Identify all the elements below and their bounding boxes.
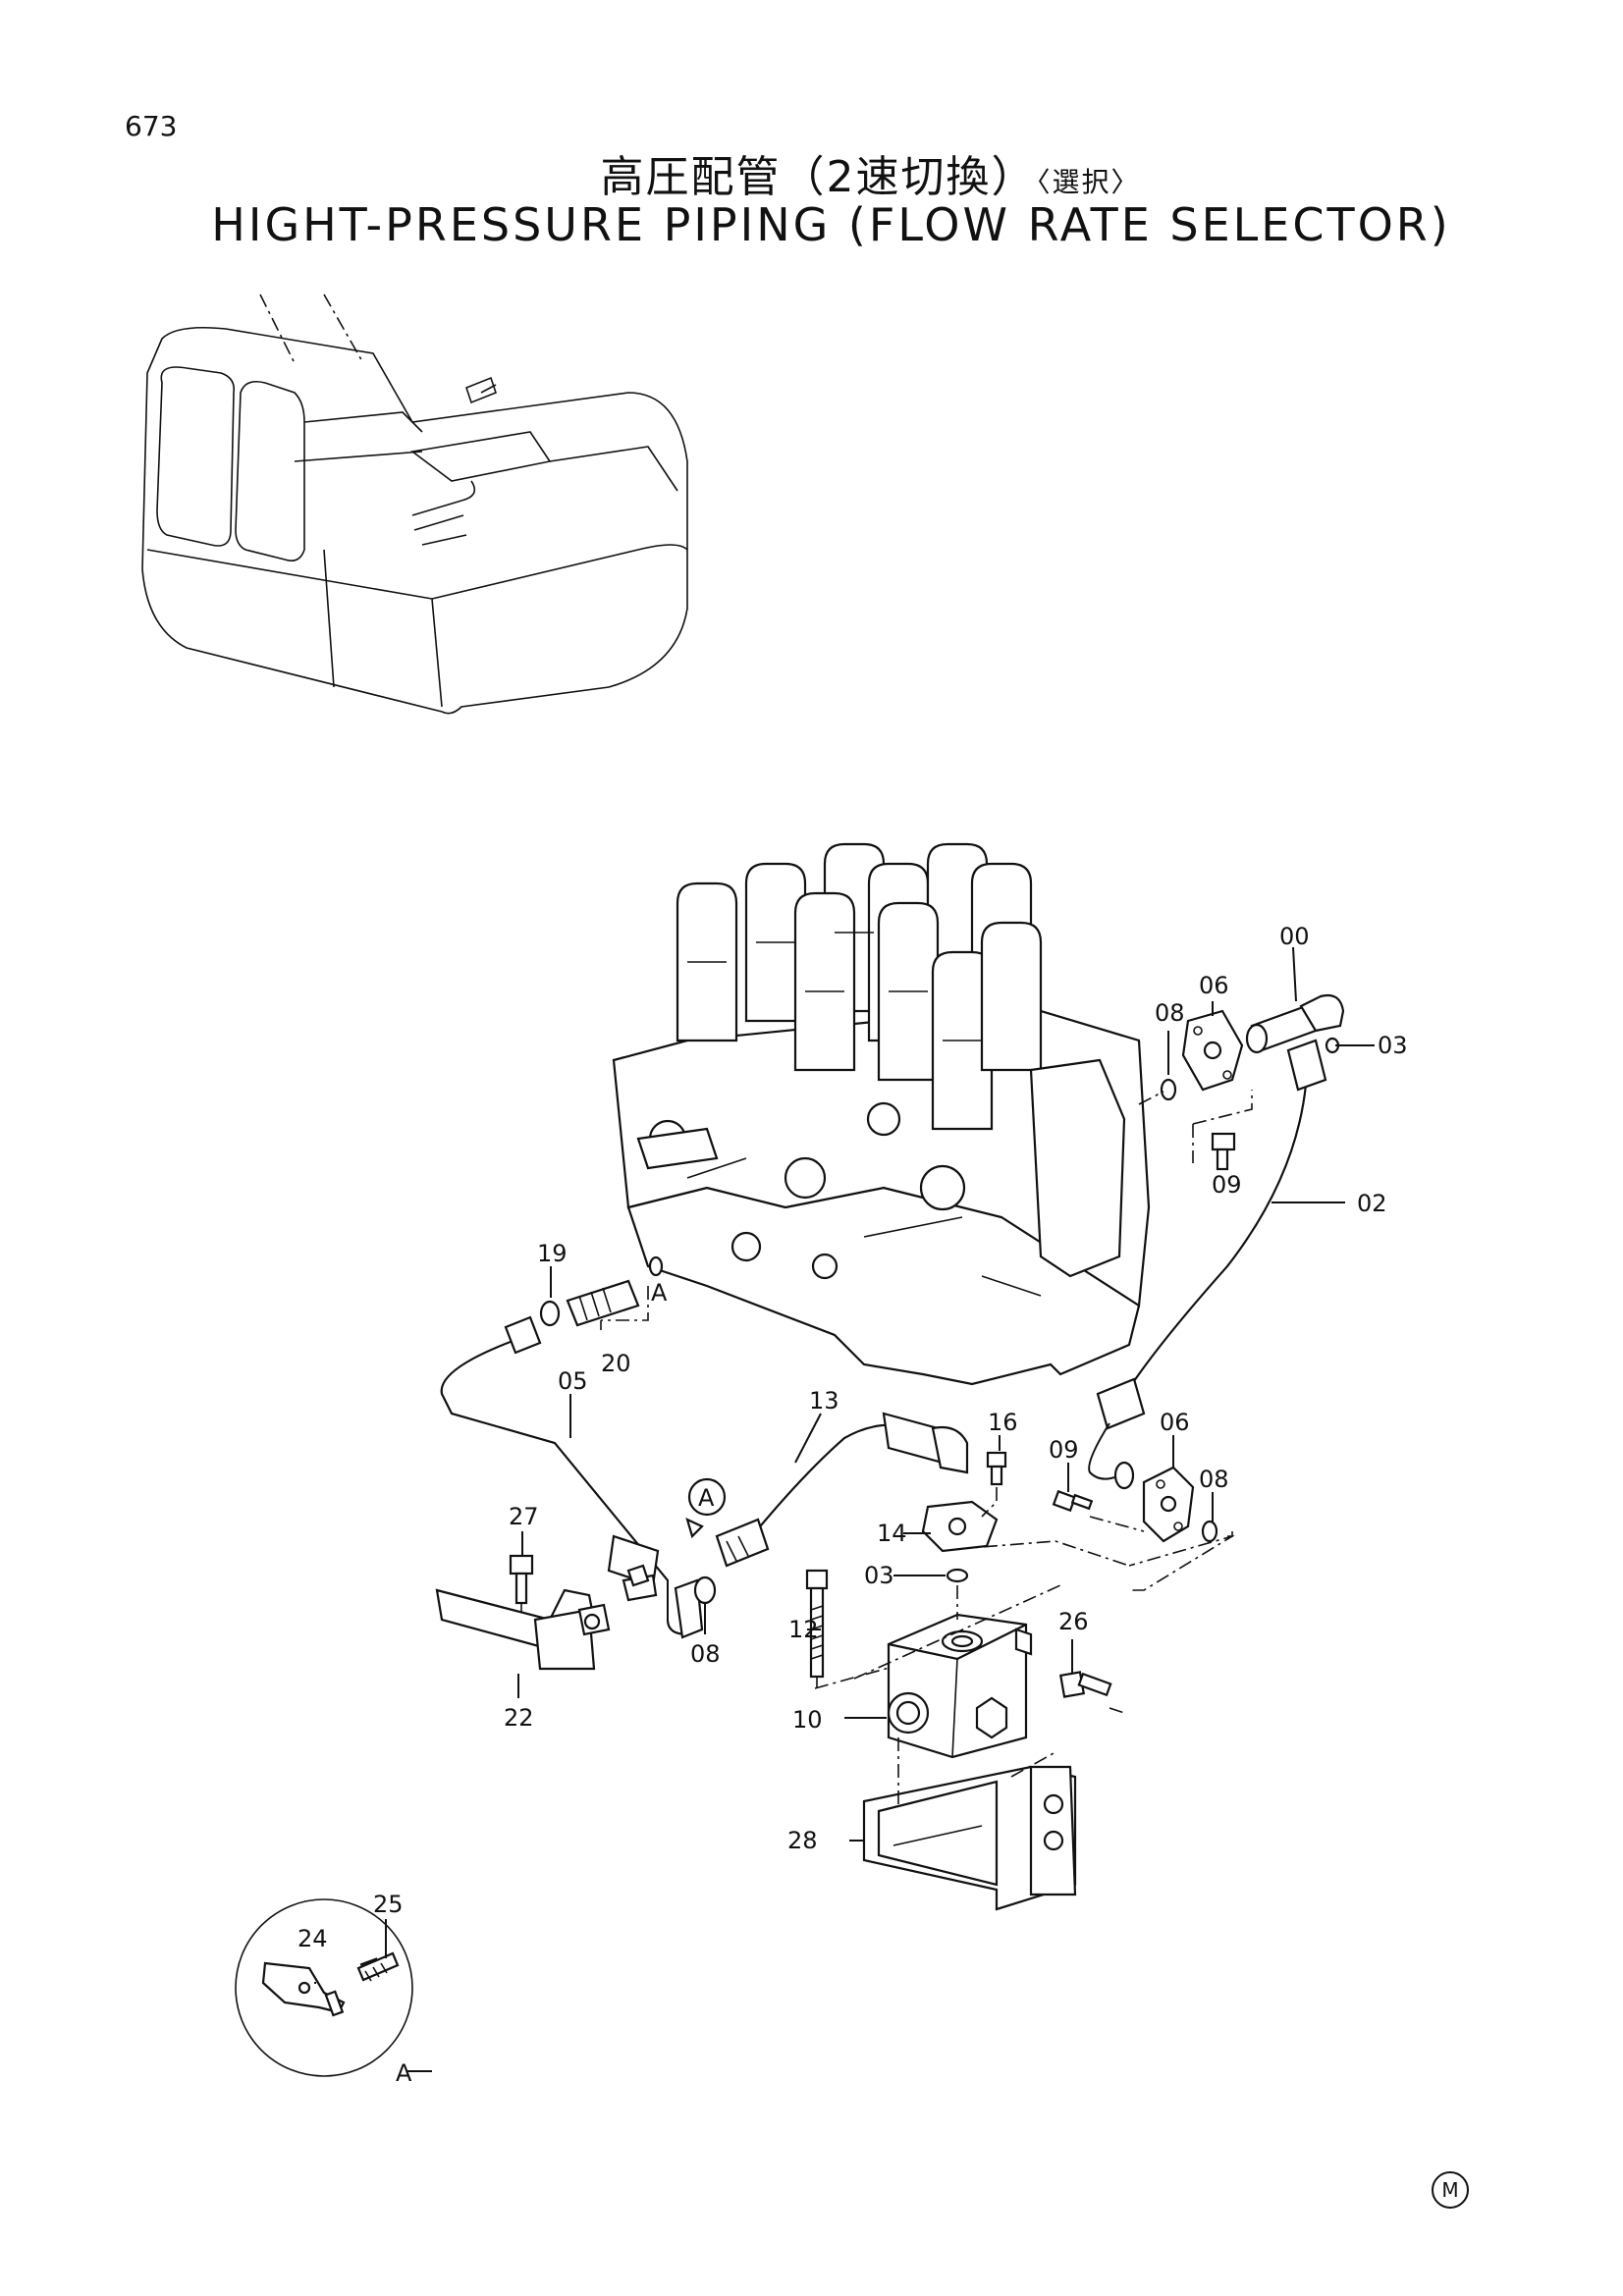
part-00-elbow-fitting [1245,993,1345,1054]
guide-line-14-to-lower-flange [956,1540,1130,1567]
guide-line-block-top [853,1584,1061,1680]
control-valve-assembly [612,842,1151,1386]
part-08-o-ring-lower-left [693,1575,717,1605]
callout-02: 02 [1357,1190,1387,1217]
part-19-o-ring [539,1300,561,1327]
title-japanese-suffix: 〈選択〉 [1036,166,1141,198]
callout-09-upper: 09 [1212,1171,1242,1199]
callout-26: 26 [1058,1608,1089,1635]
callout-00: 00 [1279,923,1310,950]
callout-08-lower-right: 08 [1199,1466,1229,1493]
part-20-adapter [566,1279,640,1327]
callout-24: 24 [298,1925,328,1952]
callout-03-lower: 03 [864,1562,894,1589]
leader-09-upper [1192,1090,1253,1163]
callout-20: 20 [601,1350,631,1377]
title-japanese-main: 高圧配管（2速切換） [600,152,1037,202]
leader-16-14 [981,1487,998,1518]
part-28-mounting-bracket [862,1765,1077,1911]
callout-06-lower: 06 [1160,1409,1190,1436]
callout-09-lower: 09 [1049,1436,1079,1464]
callout-16: 16 [988,1409,1018,1436]
part-10-selector-valve-block [887,1613,1033,1759]
callout-08-lower-left: 08 [690,1640,721,1668]
part-13-hose [715,1412,969,1568]
part-27-bolt [509,1554,534,1605]
part-08-o-ring-upper [1160,1078,1177,1101]
leader-26 [1109,1707,1125,1714]
maker-mark: M [1432,2171,1469,2209]
part-08-o-ring-lower-right [1201,1520,1218,1543]
part-02-hose [1088,1039,1327,1490]
callout-22: 22 [504,1704,534,1732]
callout-leader-lines [314,946,1375,2072]
leader-08-upper-to-valve [1138,1091,1164,1105]
guide-line-lower-flange-to-block [1129,1535,1235,1591]
callout-19: 19 [537,1240,568,1267]
leader-10-to-28 [897,1737,1056,1806]
pipe-clamp-small [626,1564,650,1587]
detail-a-marker [685,1477,727,1539]
callout-08-upper: 08 [1155,999,1185,1027]
callout-28: 28 [787,1827,818,1854]
callout-14: 14 [877,1520,907,1547]
part-A-o-ring-adapter [648,1255,664,1277]
callout-A-detail: A [396,2059,412,2087]
callout-05: 05 [558,1367,588,1395]
callout-27: 27 [509,1503,539,1530]
part-26-bolt [1058,1671,1112,1698]
part-09-bolt-upper [1211,1132,1236,1171]
callout-A-adapter: A [651,1279,668,1307]
part-22-bracket [435,1588,611,1671]
part-05-pipe [440,1315,704,1639]
callout-13: 13 [809,1387,839,1415]
callout-25: 25 [373,1891,404,1918]
callout-12: 12 [788,1616,819,1643]
detail-a-view [235,1898,413,2077]
callout-10: 10 [792,1706,823,1734]
callout-03-upper: 03 [1378,1032,1408,1059]
part-09-bolt-lower [1052,1489,1094,1513]
part-14-split-flange [921,1500,999,1553]
leader-20-bracket [600,1286,649,1330]
title-japanese: 高圧配管（2速切換）〈選択〉 [0,141,1623,204]
callout-A-circle: A [698,1484,715,1512]
page-number: 673 [125,110,178,142]
part-06-flange-lower [1142,1466,1195,1543]
part-03-o-ring-lower [946,1568,969,1583]
title-english: HIGHT-PRESSURE PIPING (FLOW RATE SELECTO… [211,198,1451,251]
callout-06-upper: 06 [1199,972,1229,999]
part-16-bolt [986,1451,1007,1486]
excavator-overview-illustration [141,294,688,715]
part-06-flange-upper [1181,1009,1244,1092]
